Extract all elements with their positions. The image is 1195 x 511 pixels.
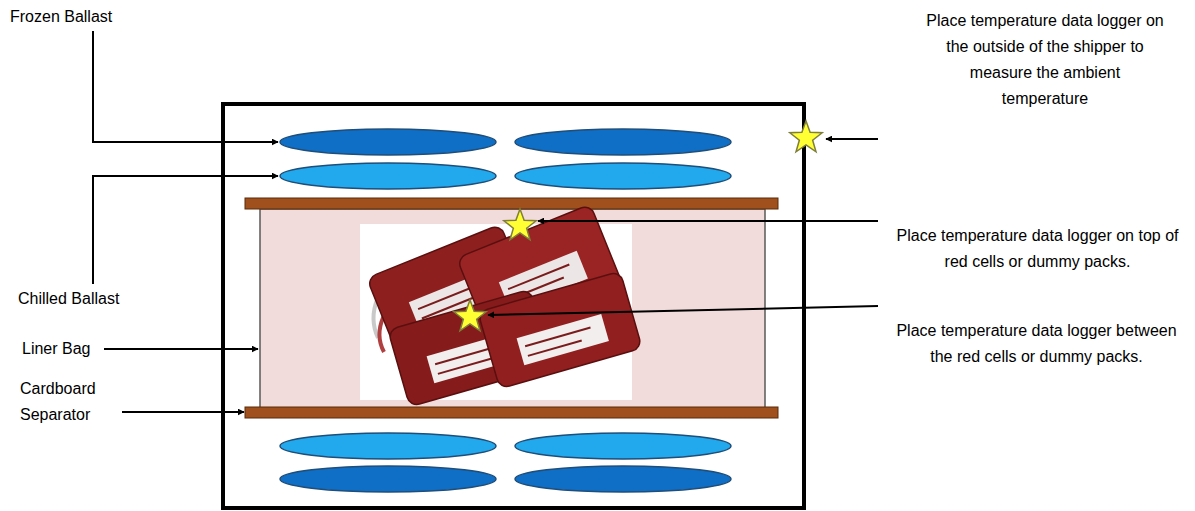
part-label: Chilled Ballast <box>18 286 188 312</box>
logger-star <box>790 121 822 152</box>
callout-note: Place temperature data logger on the out… <box>925 8 1165 112</box>
callout-note: Place temperature data logger between th… <box>884 318 1189 370</box>
frozen-ballast <box>280 466 496 492</box>
chilled-ballast <box>515 433 731 459</box>
liner-bag <box>260 209 765 408</box>
red-cell-packs <box>367 204 642 407</box>
part-label: Liner Bag <box>22 336 102 362</box>
leader-arrow <box>488 306 878 315</box>
logger-star <box>504 209 536 240</box>
leader-arrow <box>538 220 878 222</box>
leader-arrow <box>93 176 278 284</box>
leader-arrow <box>93 31 278 142</box>
leader-arrow <box>122 411 244 413</box>
leader-arrow <box>826 138 878 140</box>
part-label: Frozen Ballast <box>10 4 180 30</box>
chilled-ballast <box>280 433 496 459</box>
frozen-ballast <box>515 129 731 155</box>
part-label: Cardboard Separator <box>20 376 116 428</box>
chilled-ballast <box>280 163 496 189</box>
leader-arrow <box>104 348 258 350</box>
cardboard-separator <box>245 407 778 418</box>
cardboard-separator <box>245 198 778 209</box>
callout-note: Place temperature data logger on top of … <box>890 223 1185 275</box>
chilled-ballast <box>515 163 731 189</box>
frozen-ballast <box>515 466 731 492</box>
frozen-ballast <box>280 129 496 155</box>
shipper-box <box>223 104 804 508</box>
logger-star <box>454 300 486 331</box>
